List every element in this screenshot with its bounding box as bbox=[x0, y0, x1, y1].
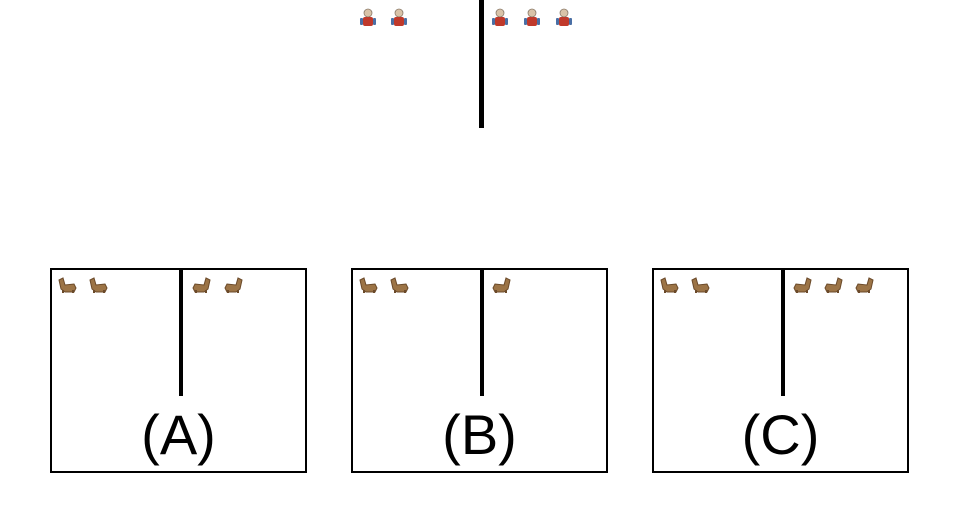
chair-icon bbox=[490, 276, 512, 294]
option-a-box[interactable]: (A) bbox=[50, 268, 307, 473]
chair-icon bbox=[822, 276, 844, 294]
chair-icon bbox=[222, 276, 244, 294]
person-icon bbox=[390, 8, 408, 28]
option-b-divider bbox=[480, 270, 484, 396]
person-icon bbox=[555, 8, 573, 28]
chair-icon bbox=[853, 276, 875, 294]
option-b-box[interactable]: (B) bbox=[351, 268, 608, 473]
reference-divider bbox=[479, 0, 484, 128]
chair-icon bbox=[659, 276, 681, 294]
option-a-divider bbox=[179, 270, 183, 396]
chair-icon bbox=[690, 276, 712, 294]
chair-icon bbox=[190, 276, 212, 294]
chair-icon bbox=[791, 276, 813, 294]
option-c-box[interactable]: (C) bbox=[652, 268, 909, 473]
person-icon bbox=[491, 8, 509, 28]
option-c-divider bbox=[781, 270, 785, 396]
option-a-label: (A) bbox=[141, 403, 216, 466]
chair-icon bbox=[389, 276, 411, 294]
chair-icon bbox=[88, 276, 110, 294]
chair-icon bbox=[57, 276, 79, 294]
chair-icon bbox=[358, 276, 380, 294]
person-icon bbox=[523, 8, 541, 28]
option-b-label: (B) bbox=[442, 403, 517, 466]
person-icon bbox=[359, 8, 377, 28]
option-c-label: (C) bbox=[741, 403, 820, 466]
